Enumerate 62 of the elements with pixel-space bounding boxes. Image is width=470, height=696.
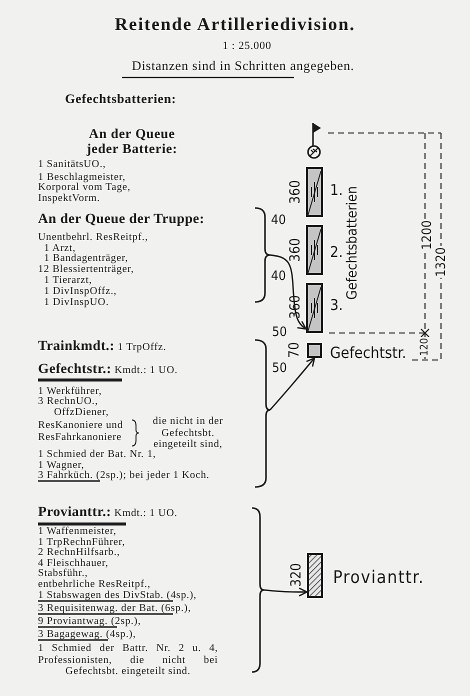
- group-label: Gefechtsbatterien: [346, 186, 360, 300]
- list-item: 1 Beschlagmeister,: [38, 172, 126, 183]
- note-text: Distanzen sind in Schritten angegeben.: [130, 59, 356, 74]
- list-item: InspektVorm.: [38, 193, 100, 204]
- distance-label: 40: [271, 214, 286, 228]
- list-item: 1 Stabswagen des DivStab. (4sp.),: [38, 590, 197, 601]
- distance-label: 50: [272, 326, 287, 340]
- list-item: 1 Werkführer,: [38, 386, 102, 397]
- list-item: 1 Wagner,: [38, 460, 84, 471]
- list-item: 1 Tierarzt,: [44, 275, 92, 286]
- title: Reitende Artilleriedivision.: [114, 14, 356, 35]
- list-item: 1 Arzt,: [44, 243, 76, 254]
- list-item: 3 Bagagewag. (4sp.),: [38, 629, 136, 640]
- list-item: 2 RechnHilfsarb.,: [38, 547, 120, 558]
- list-item: 4 Fleischhauer,: [38, 558, 108, 569]
- list-item: 3 Fahrküch. (2sp.); bei jeder 1 Koch.: [38, 470, 210, 481]
- unit-label: 2.: [330, 244, 343, 260]
- battery-symbol: [306, 283, 323, 333]
- unit-label: Gefechtstr.: [330, 344, 406, 362]
- arrow: [264, 587, 308, 597]
- list-item: OffzDiener,: [54, 407, 109, 418]
- section-heading: Gefechtsbatterien:: [65, 92, 176, 106]
- list-item: 12 Blessiertenträger,: [38, 264, 134, 275]
- dimension-label: 360: [288, 180, 304, 204]
- list-item: 1 Schmied der Bat. Nr. 1,: [38, 449, 156, 460]
- list-item: 3 RechnUO.,: [38, 396, 98, 407]
- battery-symbol: [306, 225, 323, 275]
- list-item: 1 DivInspUO.: [44, 297, 109, 308]
- battery-symbol: [306, 167, 323, 217]
- arrow: [270, 254, 307, 330]
- scale-text: 1 : 25.000: [222, 40, 272, 52]
- section-heading: An der Queue der Truppe:: [38, 212, 204, 227]
- unit-label: Provianttr.: [333, 568, 424, 588]
- distance-label: 40: [271, 270, 286, 284]
- list-item: 3 Requisitenwag. der Bat. (6sp.),: [38, 603, 192, 614]
- list-item: entbehrliche ResReitpf.,: [38, 579, 151, 590]
- dimension-label: 320: [290, 562, 304, 588]
- list-item: 1 DivInspOffz.,: [44, 286, 117, 297]
- list-item: 1 SanitätsUO.,: [38, 159, 106, 170]
- list-item: Gefechtstr.: Kmdt.: 1 UO.: [38, 364, 178, 376]
- list-item: Korporal vom Tage,: [38, 182, 131, 194]
- distance-label: 50: [272, 362, 287, 376]
- dimension-label: 360: [288, 238, 304, 262]
- list-item: 9 Proviantwag. (2sp.),: [38, 616, 141, 627]
- dimension-label: 120: [419, 336, 431, 358]
- unit-label: 3.: [330, 297, 343, 313]
- list-item: 1 TrpRechnFührer,: [38, 537, 126, 548]
- column-symbol: [307, 343, 322, 358]
- list-item: Stabsführ.,: [38, 568, 88, 579]
- list-item: die nicht in der Gefechtsbt. eingeteilt sind,: [152, 416, 224, 450]
- list-item: ResKanoniere und ResFahrkanoniere: [38, 420, 124, 444]
- section-heading: Provianttr.: Kmdt.: 1 UO.: [38, 507, 178, 519]
- section-heading: Trainkmdt.: 1 TrpOffz.: [38, 341, 166, 353]
- list-item: Unentbehrl. ResReitpf.,: [38, 232, 148, 243]
- section-heading: An der Queue jeder Batterie:: [86, 127, 178, 156]
- unit-label: 1.: [330, 182, 343, 198]
- list-item: 1 Schmied der Battr. Nr. 2 u. 4, Professionisten, die nicht bei Gefechtsbt. eingeteilt sind.: [38, 643, 218, 678]
- list-item: 1 Waffenmeister,: [38, 526, 116, 537]
- arrow: [269, 357, 316, 410]
- hatched-column-symbol: [307, 553, 323, 598]
- list-item: 1 Bandagenträger,: [44, 253, 128, 264]
- dimension-label: 70: [288, 342, 302, 358]
